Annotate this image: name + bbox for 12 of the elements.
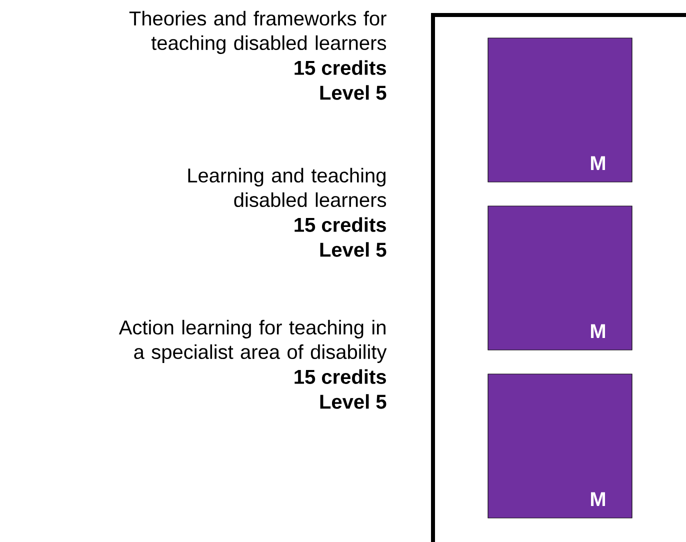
- credits-label: 15 credits: [294, 60, 386, 75]
- module-box: M: [488, 38, 632, 182]
- module-title: Action learning for teaching in a specialist area of disability: [118, 320, 387, 363]
- module-title: Learning and teaching disabled learners: [188, 168, 386, 208]
- module-box: M: [488, 374, 632, 518]
- level-label: Level 5: [320, 85, 386, 100]
- module-title: Theories and frameworks for teaching disabled learners: [129, 10, 386, 54]
- level-label: Level 5: [320, 394, 386, 409]
- module-box: M: [488, 206, 632, 350]
- credits-label: 15 credits: [294, 217, 386, 232]
- level-label: Level 5: [320, 242, 386, 257]
- credits-label: 15 credits: [294, 369, 386, 384]
